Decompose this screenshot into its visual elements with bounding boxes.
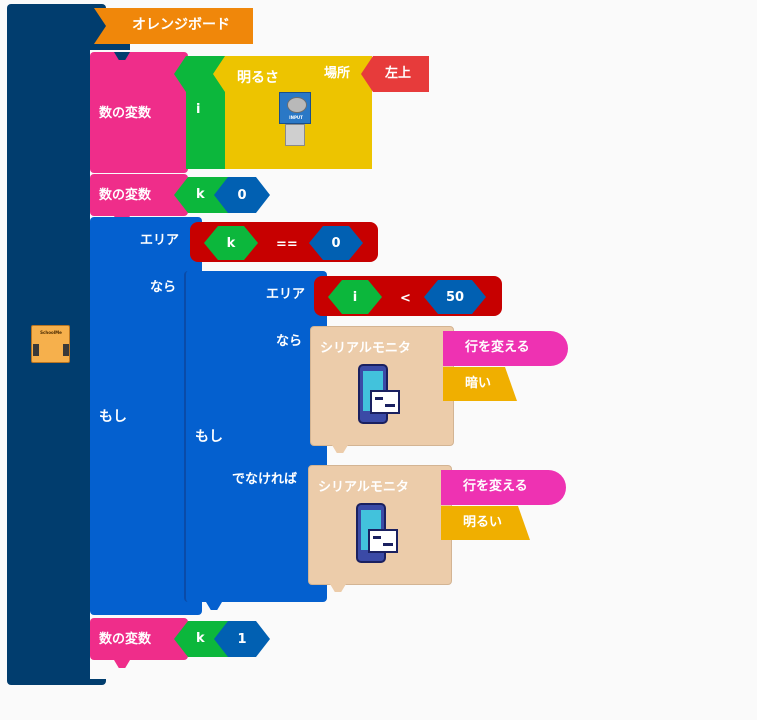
- var-block-i[interactable]: 数の変数: [90, 52, 188, 173]
- if-block-inner[interactable]: エリア なら もし でなければ: [184, 271, 327, 602]
- compare-outer-left-slot[interactable]: k: [204, 226, 258, 260]
- serial2-bottom-notch: [330, 584, 346, 592]
- sensor-label: 明るさ: [237, 70, 279, 86]
- sensor-icon-text: INPUT: [289, 115, 303, 120]
- compare-inner-left-slot[interactable]: i: [328, 280, 382, 314]
- var-i-top-notch: [114, 52, 130, 60]
- text-block-1[interactable]: 暗い: [443, 367, 517, 401]
- place-value: 左上: [385, 66, 412, 81]
- text2-value: 明るい: [463, 515, 503, 530]
- compare-inner-right-slot[interactable]: 50: [424, 280, 486, 314]
- var-k1-value: 1: [237, 631, 247, 647]
- serial-block-1[interactable]: シリアルモニタ: [310, 326, 454, 446]
- var-block-k1[interactable]: 数の変数: [90, 618, 188, 660]
- text1-value: 暗い: [465, 376, 492, 391]
- compare-outer-right-slot[interactable]: 0: [309, 226, 363, 260]
- serial2-label: シリアルモニタ: [318, 480, 409, 495]
- var-k0-label: 数の変数: [99, 188, 152, 203]
- compare-inner-right: 50: [445, 289, 465, 305]
- if-inner-else-label: でなければ: [232, 472, 298, 487]
- serial-block-2[interactable]: シリアルモニタ: [308, 465, 452, 585]
- newline-block-1[interactable]: 行を変える: [443, 331, 568, 366]
- if-inner-if-label: もし: [195, 429, 223, 445]
- board-title-tab[interactable]: オレンジボード: [94, 8, 253, 44]
- var-i-name: i: [196, 102, 201, 117]
- board-chip-icon: SchoolMe: [31, 325, 70, 363]
- compare-block-inner[interactable]: i < 50: [314, 276, 502, 316]
- sensor-place-label: 場所: [324, 66, 351, 81]
- if-inner-bottom-notch: [206, 602, 222, 610]
- board-title-label: オレンジボード: [132, 17, 230, 33]
- compare-outer-right: 0: [331, 235, 341, 251]
- var-k0-value: 0: [237, 187, 247, 203]
- compare-outer-left: k: [226, 235, 236, 251]
- compare-outer-op: ==: [276, 237, 298, 252]
- serial1-bottom-notch: [332, 445, 348, 453]
- if-inner-then-label: なら: [276, 334, 303, 349]
- board-chip-label: SchoolMe: [40, 330, 62, 335]
- light-sensor-icon: INPUT: [279, 92, 311, 148]
- var-k0-name: k: [196, 187, 205, 202]
- serial1-label: シリアルモニタ: [320, 341, 411, 356]
- if-block-outer[interactable]: エリア なら もし: [90, 217, 202, 615]
- if-outer-if-label: もし: [99, 409, 127, 425]
- place-block[interactable]: 左上: [361, 56, 429, 92]
- var-k1-name: k: [196, 631, 205, 646]
- compare-block-outer[interactable]: k == 0: [190, 222, 378, 262]
- var-i-label: 数の変数: [99, 106, 152, 121]
- var-block-k0[interactable]: 数の変数: [90, 174, 188, 216]
- brightness-sensor-block[interactable]: 明るさ 場所 INPUT: [213, 56, 372, 169]
- serial-monitor-icon: [353, 502, 401, 566]
- board-inner-top-lip: [90, 44, 130, 50]
- serial-monitor-icon: [355, 363, 403, 427]
- var-k1-notch: [114, 660, 130, 668]
- var-k1-label: 数の変数: [99, 632, 152, 647]
- text-block-2[interactable]: 明るい: [441, 506, 530, 540]
- newline-block-2[interactable]: 行を変える: [441, 470, 566, 505]
- newline2-label: 行を変える: [463, 479, 528, 494]
- if-outer-area-label: エリア: [140, 233, 180, 248]
- compare-inner-op: <: [400, 291, 411, 306]
- compare-inner-left: i: [352, 289, 358, 305]
- if-outer-then-label: なら: [150, 280, 177, 295]
- newline1-label: 行を変える: [465, 340, 530, 355]
- if-inner-area-label: エリア: [266, 287, 306, 302]
